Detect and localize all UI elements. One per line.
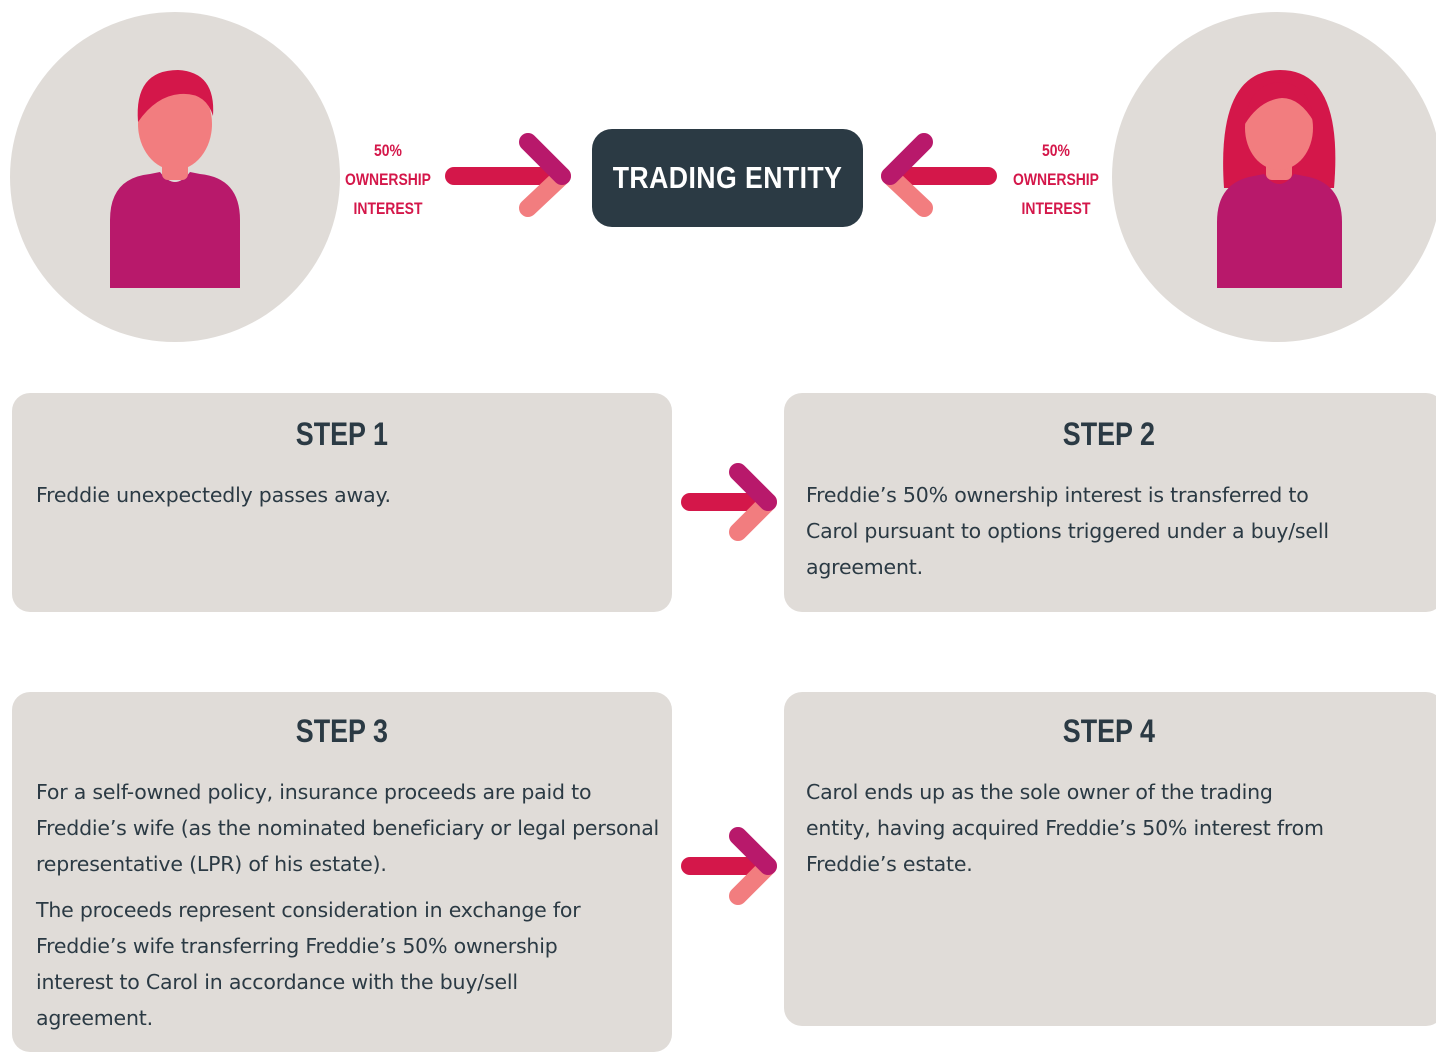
step-4-card: STEP 4 Carol ends up as the sole owner o… [784,692,1436,1026]
left-ownership-line-1: 50% [374,141,402,160]
step-2-text: Freddie’s 50% ownership interest is tran… [806,477,1344,585]
step-1-title: STEP 1 [295,416,389,452]
male-person-icon [110,70,240,288]
left-arrow-icon [881,133,997,217]
step-4-paragraph: Carol ends up as the sole owner of the t… [806,780,1324,876]
step-3-to-4-arrow-icon [681,827,777,905]
left-ownership-line-3: INTEREST [353,199,423,218]
female-person-icon [1217,70,1342,288]
step-1-text: Freddie unexpectedly passes away. [36,477,652,513]
trading-entity-label: TRADING ENTITY [612,160,843,195]
step-1-card: STEP 1 Freddie unexpectedly passes away. [12,393,672,612]
right-ownership-line-3: INTEREST [1021,199,1091,218]
step-2-card: STEP 2 Freddie’s 50% ownership interest … [784,393,1436,612]
right-ownership-line-1: 50% [1042,141,1070,160]
step-2-paragraph: Freddie’s 50% ownership interest is tran… [806,483,1329,579]
step-3-text: For a self-owned policy, insurance proce… [36,774,660,1036]
right-ownership-line-2: OWNERSHIP [1013,170,1099,189]
step-4-title: STEP 4 [1062,713,1156,749]
step-1-to-2-arrow-icon [681,463,777,541]
step-4-text: Carol ends up as the sole owner of the t… [806,774,1324,882]
step-2-title: STEP 2 [1062,416,1156,452]
step-1-paragraph: Freddie unexpectedly passes away. [36,483,391,507]
right-ownership-label: 50% OWNERSHIP INTEREST [1011,136,1101,223]
freddie-avatar [10,12,340,342]
step-3-paragraph-1: For a self-owned policy, insurance proce… [36,780,660,876]
step-3-card: STEP 3 For a self-owned policy, insuranc… [12,692,672,1052]
step-3-paragraph-2: The proceeds represent consideration in … [36,898,581,1030]
trading-entity-box: TRADING ENTITY [592,129,863,227]
step-3-title: STEP 3 [295,713,389,749]
carol-avatar [1112,12,1436,342]
left-ownership-label: 50% OWNERSHIP INTEREST [343,136,433,223]
right-arrow-icon [445,133,571,217]
left-ownership-line-2: OWNERSHIP [345,170,431,189]
